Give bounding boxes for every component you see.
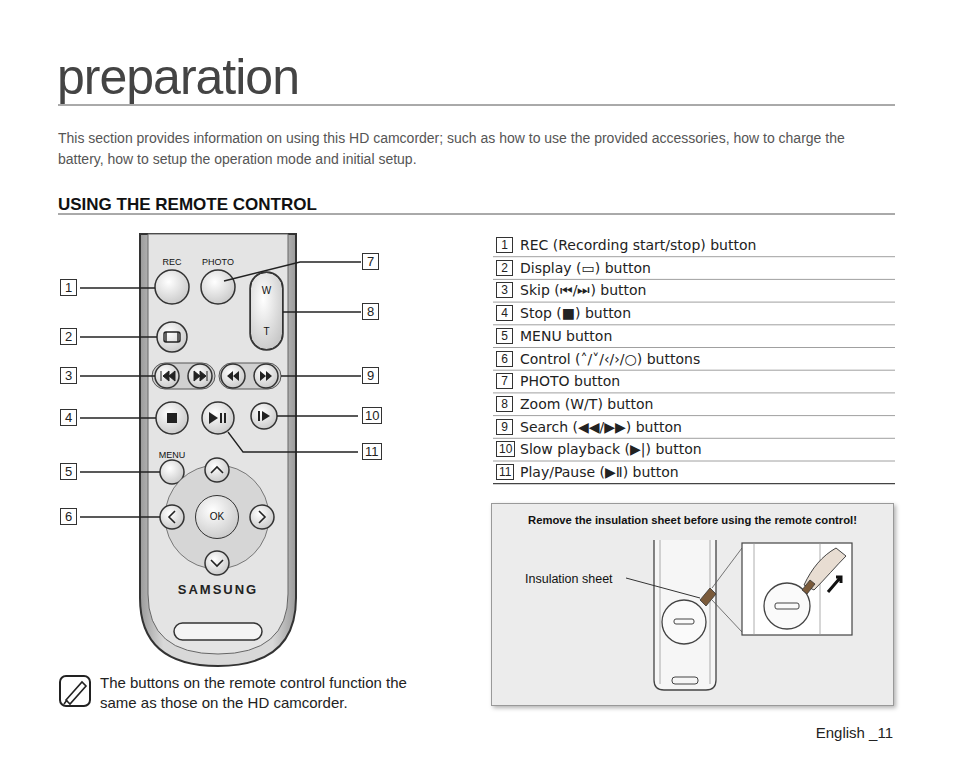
callout-number: 3 [60, 367, 77, 384]
callout-number: 4 [60, 409, 77, 426]
panel-heading: Remove the insulation sheet before using… [492, 512, 893, 528]
button-label: MENU [159, 450, 186, 460]
table-number: 4 [496, 305, 513, 321]
callout-number: 1 [60, 279, 77, 296]
callout-number: 6 [60, 508, 77, 525]
table-rule [493, 256, 895, 257]
table-cell: Display (▭) button [520, 259, 651, 278]
table-cell: PHOTO button [520, 372, 620, 391]
section-heading: USING THE REMOTE CONTROL [58, 195, 317, 215]
table-cell: Control (˄/˅/‹/›/○) buttons [520, 350, 700, 369]
ok-button: OK [195, 495, 239, 539]
callout-number: 2 [60, 328, 77, 345]
title-rule [58, 105, 895, 106]
button-label: PHOTO [202, 257, 234, 267]
table-cell: Play/Pause (▶Ⅱ) button [520, 463, 679, 482]
table-number: 8 [496, 396, 513, 412]
table-number: 5 [496, 328, 513, 344]
table-cell: Slow playback (▶|) button [520, 440, 702, 459]
table-number: 11 [496, 464, 514, 480]
insulation-panel: Remove the insulation sheet before using… [491, 503, 894, 706]
zoom-label: W [251, 285, 282, 297]
table-rule [493, 415, 895, 416]
table-rules [493, 257, 895, 484]
table-rule [493, 438, 895, 439]
table-rule [493, 347, 895, 348]
table-rule [493, 279, 895, 280]
table-number: 1 [496, 237, 513, 253]
table-rule [493, 302, 895, 303]
table-number: 9 [496, 419, 513, 435]
table-cell: Stop (■) button [520, 304, 631, 323]
table-rule [493, 324, 895, 325]
callout-number: 9 [362, 367, 379, 384]
insulation-panel-art [491, 503, 894, 706]
callout-number: 8 [362, 303, 379, 320]
table-number: 3 [496, 282, 513, 298]
leader-lines [80, 262, 361, 517]
zoom-label: T [251, 326, 282, 338]
page-footer: English _11 [816, 724, 893, 741]
callout-number: 10 [362, 407, 382, 424]
table-cell: Zoom (W/T) button [520, 395, 653, 414]
table-rule [493, 370, 895, 371]
part-label: Insulation sheet [523, 571, 615, 587]
zoom-button: WT [250, 272, 283, 350]
note-icon [60, 676, 90, 706]
ok-label: OK [196, 511, 238, 523]
brand-name: SAMSUNG [178, 582, 258, 597]
callout-number: 11 [362, 443, 382, 460]
button-label: REC [162, 257, 181, 267]
table-number: 6 [496, 351, 513, 367]
table-number: 7 [496, 373, 513, 389]
table-cell: Search (◀◀/▶▶) button [520, 418, 682, 437]
table-number: 10 [496, 441, 515, 457]
table-rule [493, 392, 895, 393]
intro-paragraph: This section provides information on usi… [58, 128, 873, 170]
remote-control [140, 234, 296, 666]
table-cell: MENU button [520, 327, 612, 346]
note-text: The buttons on the remote control functi… [100, 673, 420, 713]
table-rule [493, 483, 895, 484]
table-rule [493, 461, 895, 462]
callout-number: 5 [60, 463, 77, 480]
callout-number: 7 [362, 253, 379, 270]
table-cell: Skip (⏮/⏭) button [520, 281, 647, 300]
table-cell: REC (Recording start/stop) button [520, 236, 756, 255]
table-number: 2 [496, 260, 513, 276]
page-title: preparation [57, 50, 299, 104]
